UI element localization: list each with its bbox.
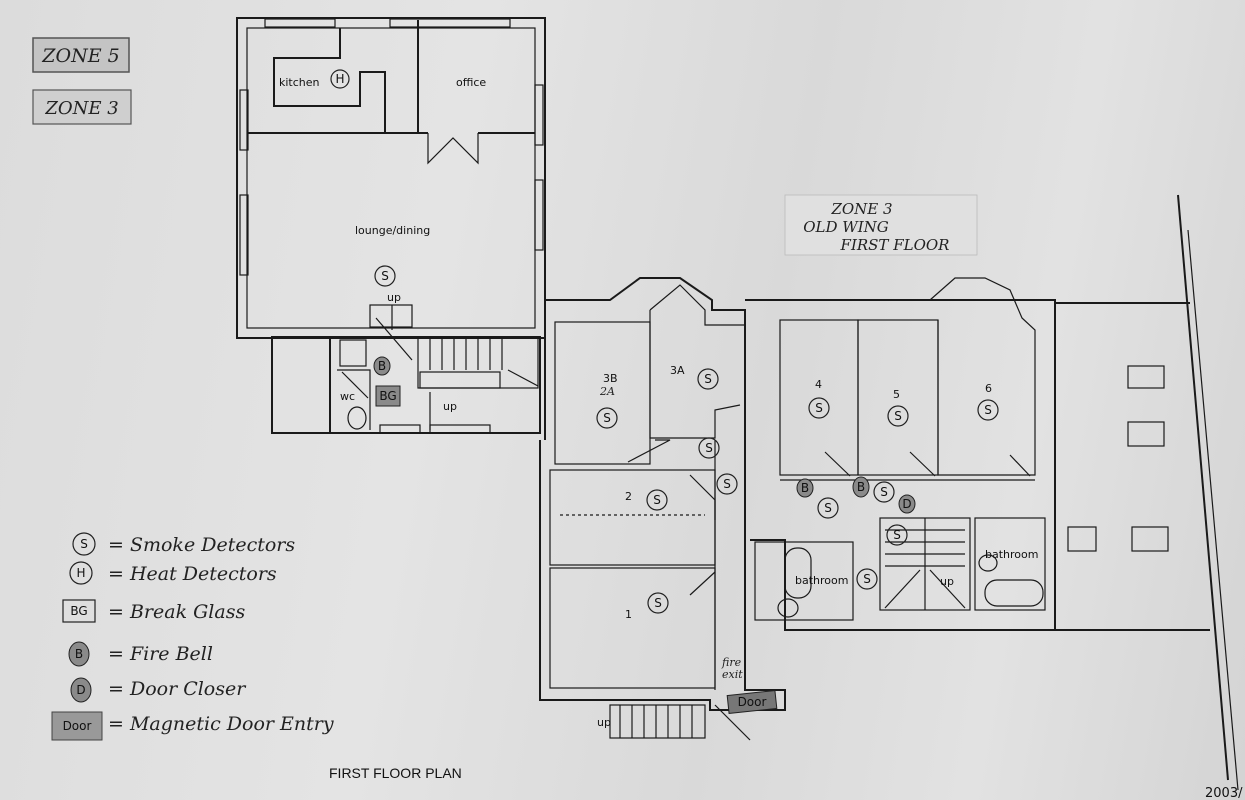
- smoke-detector-icon: S: [647, 592, 669, 614]
- smoke-detector-icon: S: [596, 407, 618, 429]
- svg-text:H: H: [76, 566, 85, 580]
- zone-tag-5: ZONE 5: [32, 37, 130, 73]
- corner-reference: 2003/: [1205, 786, 1243, 800]
- heat-detector-icon: H: [330, 69, 350, 89]
- room-label-3a: 3A: [670, 364, 685, 377]
- svg-text:S: S: [894, 409, 902, 423]
- fire-bell-icon: B: [796, 478, 814, 498]
- svg-text:ZONE 3: ZONE 3: [830, 200, 892, 218]
- smoke-detector-markers: S S S S S S S S S S S S S S: [374, 265, 999, 614]
- svg-text:= Heat Detectors: = Heat Detectors: [108, 563, 277, 585]
- smoke-detector-icon: S: [808, 397, 830, 419]
- central-wing: [539, 277, 786, 741]
- svg-text:= Door Closer: = Door Closer: [108, 678, 247, 700]
- room-label-bathroom-1: bathroom: [795, 574, 848, 587]
- smoke-detector-icon: S: [873, 481, 895, 503]
- magnetic-door-icon: Door: [726, 689, 778, 715]
- legend-item-smoke: S = Smoke Detectors: [72, 532, 295, 556]
- fire-exit-label: fire: [721, 656, 742, 669]
- svg-text:= Fire Bell: = Fire Bell: [108, 643, 213, 665]
- svg-text:ZONE 5: ZONE 5: [41, 45, 119, 67]
- legend: S = Smoke Detectors H = Heat Detectors BG =…: [51, 532, 334, 741]
- legend-item-break-glass: BG = Break Glass: [62, 599, 245, 623]
- smoke-detector-icon: S: [977, 399, 999, 421]
- zone-tag-3: ZONE 3: [32, 89, 132, 125]
- svg-text:S: S: [381, 269, 389, 283]
- svg-text:B: B: [378, 359, 386, 373]
- plan-title: FIRST FLOOR PLAN: [329, 765, 462, 781]
- break-glass-icon: BG: [375, 385, 401, 407]
- room-label-5: 5: [893, 388, 900, 401]
- svg-text:S: S: [654, 596, 662, 610]
- east-annexe: [1055, 194, 1239, 791]
- svg-text:S: S: [80, 537, 88, 551]
- smoke-detector-icon: S: [817, 497, 839, 519]
- svg-text:= Break Glass: = Break Glass: [108, 601, 245, 623]
- zone-note: ZONE 3 OLD WING FIRST FLOOR: [784, 194, 978, 256]
- svg-text:B: B: [801, 481, 809, 495]
- up-label-3: up: [597, 716, 611, 729]
- room-label-4: 4: [815, 378, 822, 391]
- fire-exit-label-2: exit: [722, 668, 743, 681]
- room-label-bathroom-2: bathroom: [985, 548, 1038, 561]
- up-label-4: up: [940, 575, 954, 588]
- smoke-detector-icon: S: [698, 437, 720, 459]
- legend-item-door-closer: D = Door Closer: [70, 677, 247, 703]
- legend-item-magnetic-door: Door = Magnetic Door Entry: [51, 711, 334, 741]
- fire-bell-icon: B: [852, 476, 870, 498]
- svg-text:S: S: [705, 441, 713, 455]
- svg-text:S: S: [824, 501, 832, 515]
- up-label-1: up: [387, 291, 401, 304]
- svg-text:S: S: [653, 493, 661, 507]
- smoke-detector-icon: S: [886, 524, 908, 546]
- svg-text:S: S: [893, 528, 901, 542]
- smoke-detector-icon: S: [716, 473, 738, 495]
- svg-text:BG: BG: [70, 604, 87, 618]
- room-label-1: 1: [625, 608, 632, 621]
- svg-text:H: H: [335, 72, 344, 86]
- svg-text:B: B: [857, 480, 865, 494]
- svg-text:S: S: [723, 477, 731, 491]
- svg-text:D: D: [76, 683, 85, 697]
- smoke-detector-icon: S: [856, 568, 878, 590]
- old-wing: [745, 277, 1056, 631]
- smoke-detector-icon: S: [887, 405, 909, 427]
- up-label-2: up: [443, 400, 457, 413]
- smoke-detector-icon: S: [374, 265, 396, 287]
- room-label-2a: 2A: [599, 385, 615, 398]
- svg-text:FIRST FLOOR: FIRST FLOOR: [840, 236, 950, 254]
- room-label-3b: 3B: [603, 372, 618, 385]
- svg-text:Door: Door: [738, 695, 767, 709]
- fire-bell-icon: B: [373, 356, 391, 376]
- room-label-2: 2: [625, 490, 632, 503]
- svg-text:S: S: [880, 485, 888, 499]
- room-label-6: 6: [985, 382, 992, 395]
- svg-text:S: S: [815, 401, 823, 415]
- room-label-office: office: [456, 76, 486, 89]
- legend-item-fire-bell: B = Fire Bell: [68, 641, 213, 667]
- smoke-detector-icon: S: [697, 368, 719, 390]
- svg-text:S: S: [704, 372, 712, 386]
- svg-text:ZONE 3: ZONE 3: [44, 98, 118, 119]
- svg-text:S: S: [863, 572, 871, 586]
- room-label-kitchen: kitchen: [279, 76, 320, 89]
- svg-text:= Smoke Detectors: = Smoke Detectors: [108, 534, 295, 556]
- room-label-wc: wc: [340, 390, 355, 403]
- svg-text:= Magnetic Door Entry: = Magnetic Door Entry: [108, 713, 334, 735]
- svg-text:S: S: [603, 411, 611, 425]
- legend-item-heat: H = Heat Detectors: [69, 561, 277, 585]
- svg-text:Door: Door: [63, 719, 92, 733]
- svg-text:OLD WING: OLD WING: [803, 218, 889, 236]
- svg-text:D: D: [902, 497, 911, 511]
- svg-text:B: B: [75, 647, 83, 661]
- svg-text:BG: BG: [379, 389, 396, 403]
- room-label-lounge: lounge/dining: [355, 224, 430, 237]
- north-building: [236, 17, 546, 339]
- stair-wc-block: [271, 304, 541, 434]
- door-closer-icon: D: [898, 494, 916, 514]
- svg-text:S: S: [984, 403, 992, 417]
- smoke-detector-icon: S: [646, 489, 668, 511]
